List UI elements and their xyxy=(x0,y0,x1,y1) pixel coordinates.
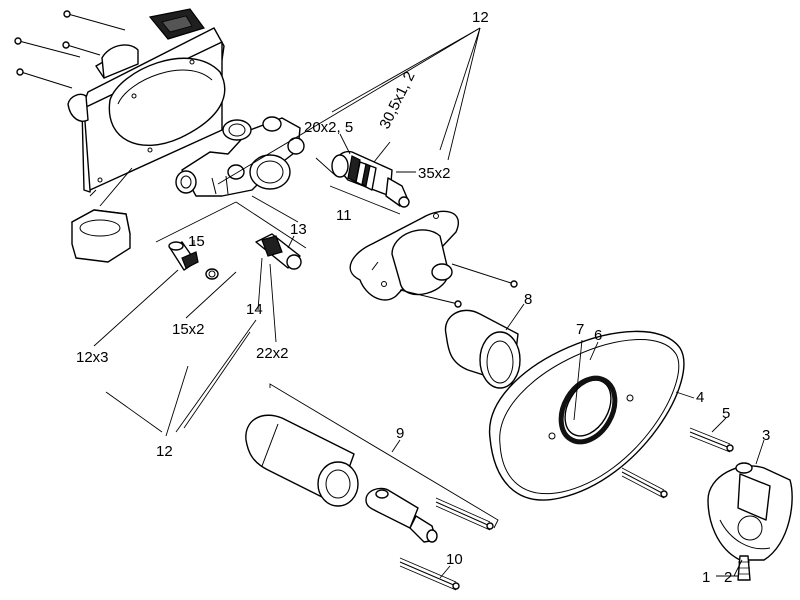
fitting-15 xyxy=(168,241,219,280)
label-7: 7 xyxy=(576,321,584,338)
cartridge xyxy=(331,150,410,208)
extension-spindle xyxy=(365,487,438,543)
label-9: 9 xyxy=(396,425,404,442)
handle-set-screw xyxy=(737,555,751,581)
back-plate-screw-upper xyxy=(451,263,518,288)
mounting-screw-1 xyxy=(63,10,126,31)
extension-screw-10 xyxy=(399,557,460,591)
sleeve xyxy=(444,309,521,389)
leader-lines xyxy=(89,27,765,579)
mounting-screws xyxy=(14,10,126,89)
escutcheon-screw-lower xyxy=(621,467,668,499)
extension-sleeve xyxy=(245,414,359,507)
label-8: 8 xyxy=(524,291,532,308)
back-plate-screw-lower xyxy=(399,289,462,308)
label-3: 3 xyxy=(762,427,770,444)
escutcheon-screw-upper xyxy=(689,427,734,453)
label-5: 5 xyxy=(722,405,730,422)
label-20x2-5: 20x2, 5 xyxy=(304,119,353,136)
mounting-screw-2 xyxy=(14,37,81,58)
label-12-top: 12 xyxy=(472,9,489,26)
escutcheon-plate xyxy=(489,330,685,501)
label-13: 13 xyxy=(290,221,307,238)
label-11: 11 xyxy=(336,207,352,224)
mounting-screw-3 xyxy=(62,41,101,56)
hex-union-nut xyxy=(71,209,131,263)
label-15x2: 15x2 xyxy=(172,321,205,338)
label-2: 2 xyxy=(724,569,732,586)
label-1: 1 xyxy=(702,569,710,586)
back-plate xyxy=(349,210,459,301)
label-6: 6 xyxy=(594,327,602,344)
seal-ring xyxy=(558,375,618,445)
mounting-plate-box xyxy=(67,27,226,193)
rubber-gasket xyxy=(148,8,205,40)
label-22x2: 22x2 xyxy=(256,345,289,362)
label-30-5x1-2: 30,5x1, 2 xyxy=(376,69,418,132)
fitting-13 xyxy=(255,233,302,270)
label-12x3: 12x3 xyxy=(76,349,109,366)
label-35x2: 35x2 xyxy=(418,165,451,182)
handle-knob xyxy=(707,462,793,561)
label-10: 10 xyxy=(446,551,463,568)
label-4: 4 xyxy=(696,389,704,406)
label-12-bottom: 12 xyxy=(156,443,173,460)
extension-screw-9 xyxy=(435,497,494,531)
label-15: 15 xyxy=(188,233,205,250)
valve-body xyxy=(175,116,305,197)
mounting-screw-4 xyxy=(16,68,73,89)
label-14: 14 xyxy=(246,301,263,318)
